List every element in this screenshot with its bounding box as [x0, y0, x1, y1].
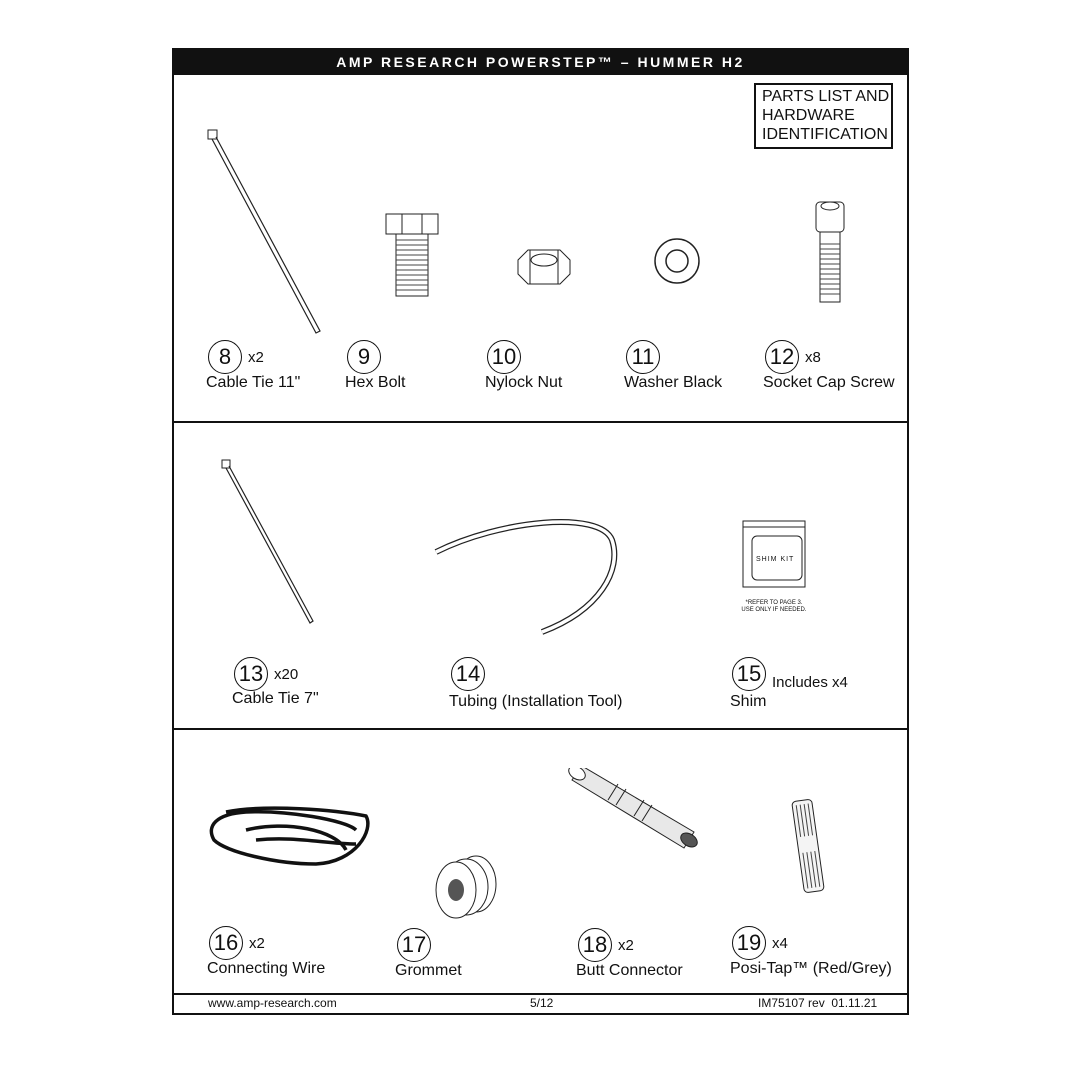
part-label: Cable Tie 7"	[232, 690, 319, 707]
part-label: Grommet	[395, 962, 462, 979]
part-number-circle: 10	[487, 340, 521, 374]
part-number-circle: 19	[732, 926, 766, 960]
note-line: *REFER TO PAGE 3.	[745, 600, 803, 606]
shim-kit-note: *REFER TO PAGE 3. USE ONLY IF NEEDED.	[734, 600, 814, 614]
title-line: IDENTIFICATION	[762, 126, 888, 143]
part-label: Socket Cap Screw	[763, 374, 895, 391]
shim-kit-label: SHIM KIT	[756, 556, 795, 563]
part-number-circle: 8	[208, 340, 242, 374]
nylock-nut-illustration	[517, 249, 571, 285]
title-line: HARDWARE	[762, 107, 855, 124]
part-label: Hex Bolt	[345, 374, 406, 391]
note-line: USE ONLY IF NEEDED.	[741, 607, 807, 613]
part-number-circle: 11	[626, 340, 660, 374]
butt-connector-illustration	[568, 768, 698, 849]
part-number-circle: 12	[765, 340, 799, 374]
part-qty: x2	[249, 935, 265, 952]
divider	[174, 993, 907, 995]
washer-illustration	[654, 238, 700, 284]
part-qty: x2	[618, 937, 634, 954]
part-qty: x4	[772, 935, 788, 952]
part-number-circle: 17	[397, 928, 431, 962]
socket-cap-screw-illustration	[815, 201, 845, 303]
cable-tie-11-illustration	[207, 129, 321, 334]
part-number-circle: 18	[578, 928, 612, 962]
part-label: Butt Connector	[576, 962, 683, 979]
page-header: AMP RESEARCH POWERSTEP™ – HUMMER H2	[174, 50, 907, 75]
part-qty: x8	[805, 349, 821, 366]
cable-tie-7-illustration	[221, 459, 314, 624]
hex-bolt-illustration	[385, 213, 439, 297]
shim-kit-illustration	[742, 520, 806, 588]
part-label: Posi-Tap™ (Red/Grey)	[730, 960, 892, 977]
tubing-illustration	[434, 519, 618, 635]
part-label: Connecting Wire	[207, 960, 326, 977]
part-qty: x20	[274, 666, 299, 683]
parts-list-page: AMP RESEARCH POWERSTEP™ – HUMMER H2 PART…	[172, 48, 909, 1015]
title-line: PARTS LIST AND	[762, 88, 890, 105]
part-number-circle: 15	[732, 657, 766, 691]
part-qty: Includes x4	[772, 674, 848, 691]
divider	[174, 728, 907, 730]
part-number-circle: 13	[234, 657, 268, 691]
part-number-circle: 16	[209, 926, 243, 960]
posi-tap-illustration	[791, 799, 825, 893]
footer-doc-id: IM75107 rev 01.11.21	[758, 996, 878, 1010]
part-label: Shim	[730, 693, 767, 710]
part-qty: x2	[248, 349, 264, 366]
grommet-illustration	[435, 855, 497, 919]
part-number-circle: 14	[451, 657, 485, 691]
connecting-wire-illustration	[209, 806, 370, 866]
divider	[174, 421, 907, 423]
part-label: Nylock Nut	[485, 374, 563, 391]
part-label: Washer Black	[624, 374, 723, 391]
part-label: Tubing (Installation Tool)	[449, 693, 623, 710]
section-title-box: PARTS LIST AND HARDWARE IDENTIFICATION	[754, 83, 893, 149]
footer-page-number: 5/12	[530, 996, 554, 1010]
footer-website: www.amp-research.com	[208, 996, 337, 1010]
part-label: Cable Tie 11"	[206, 374, 301, 391]
part-number-circle: 9	[347, 340, 381, 374]
